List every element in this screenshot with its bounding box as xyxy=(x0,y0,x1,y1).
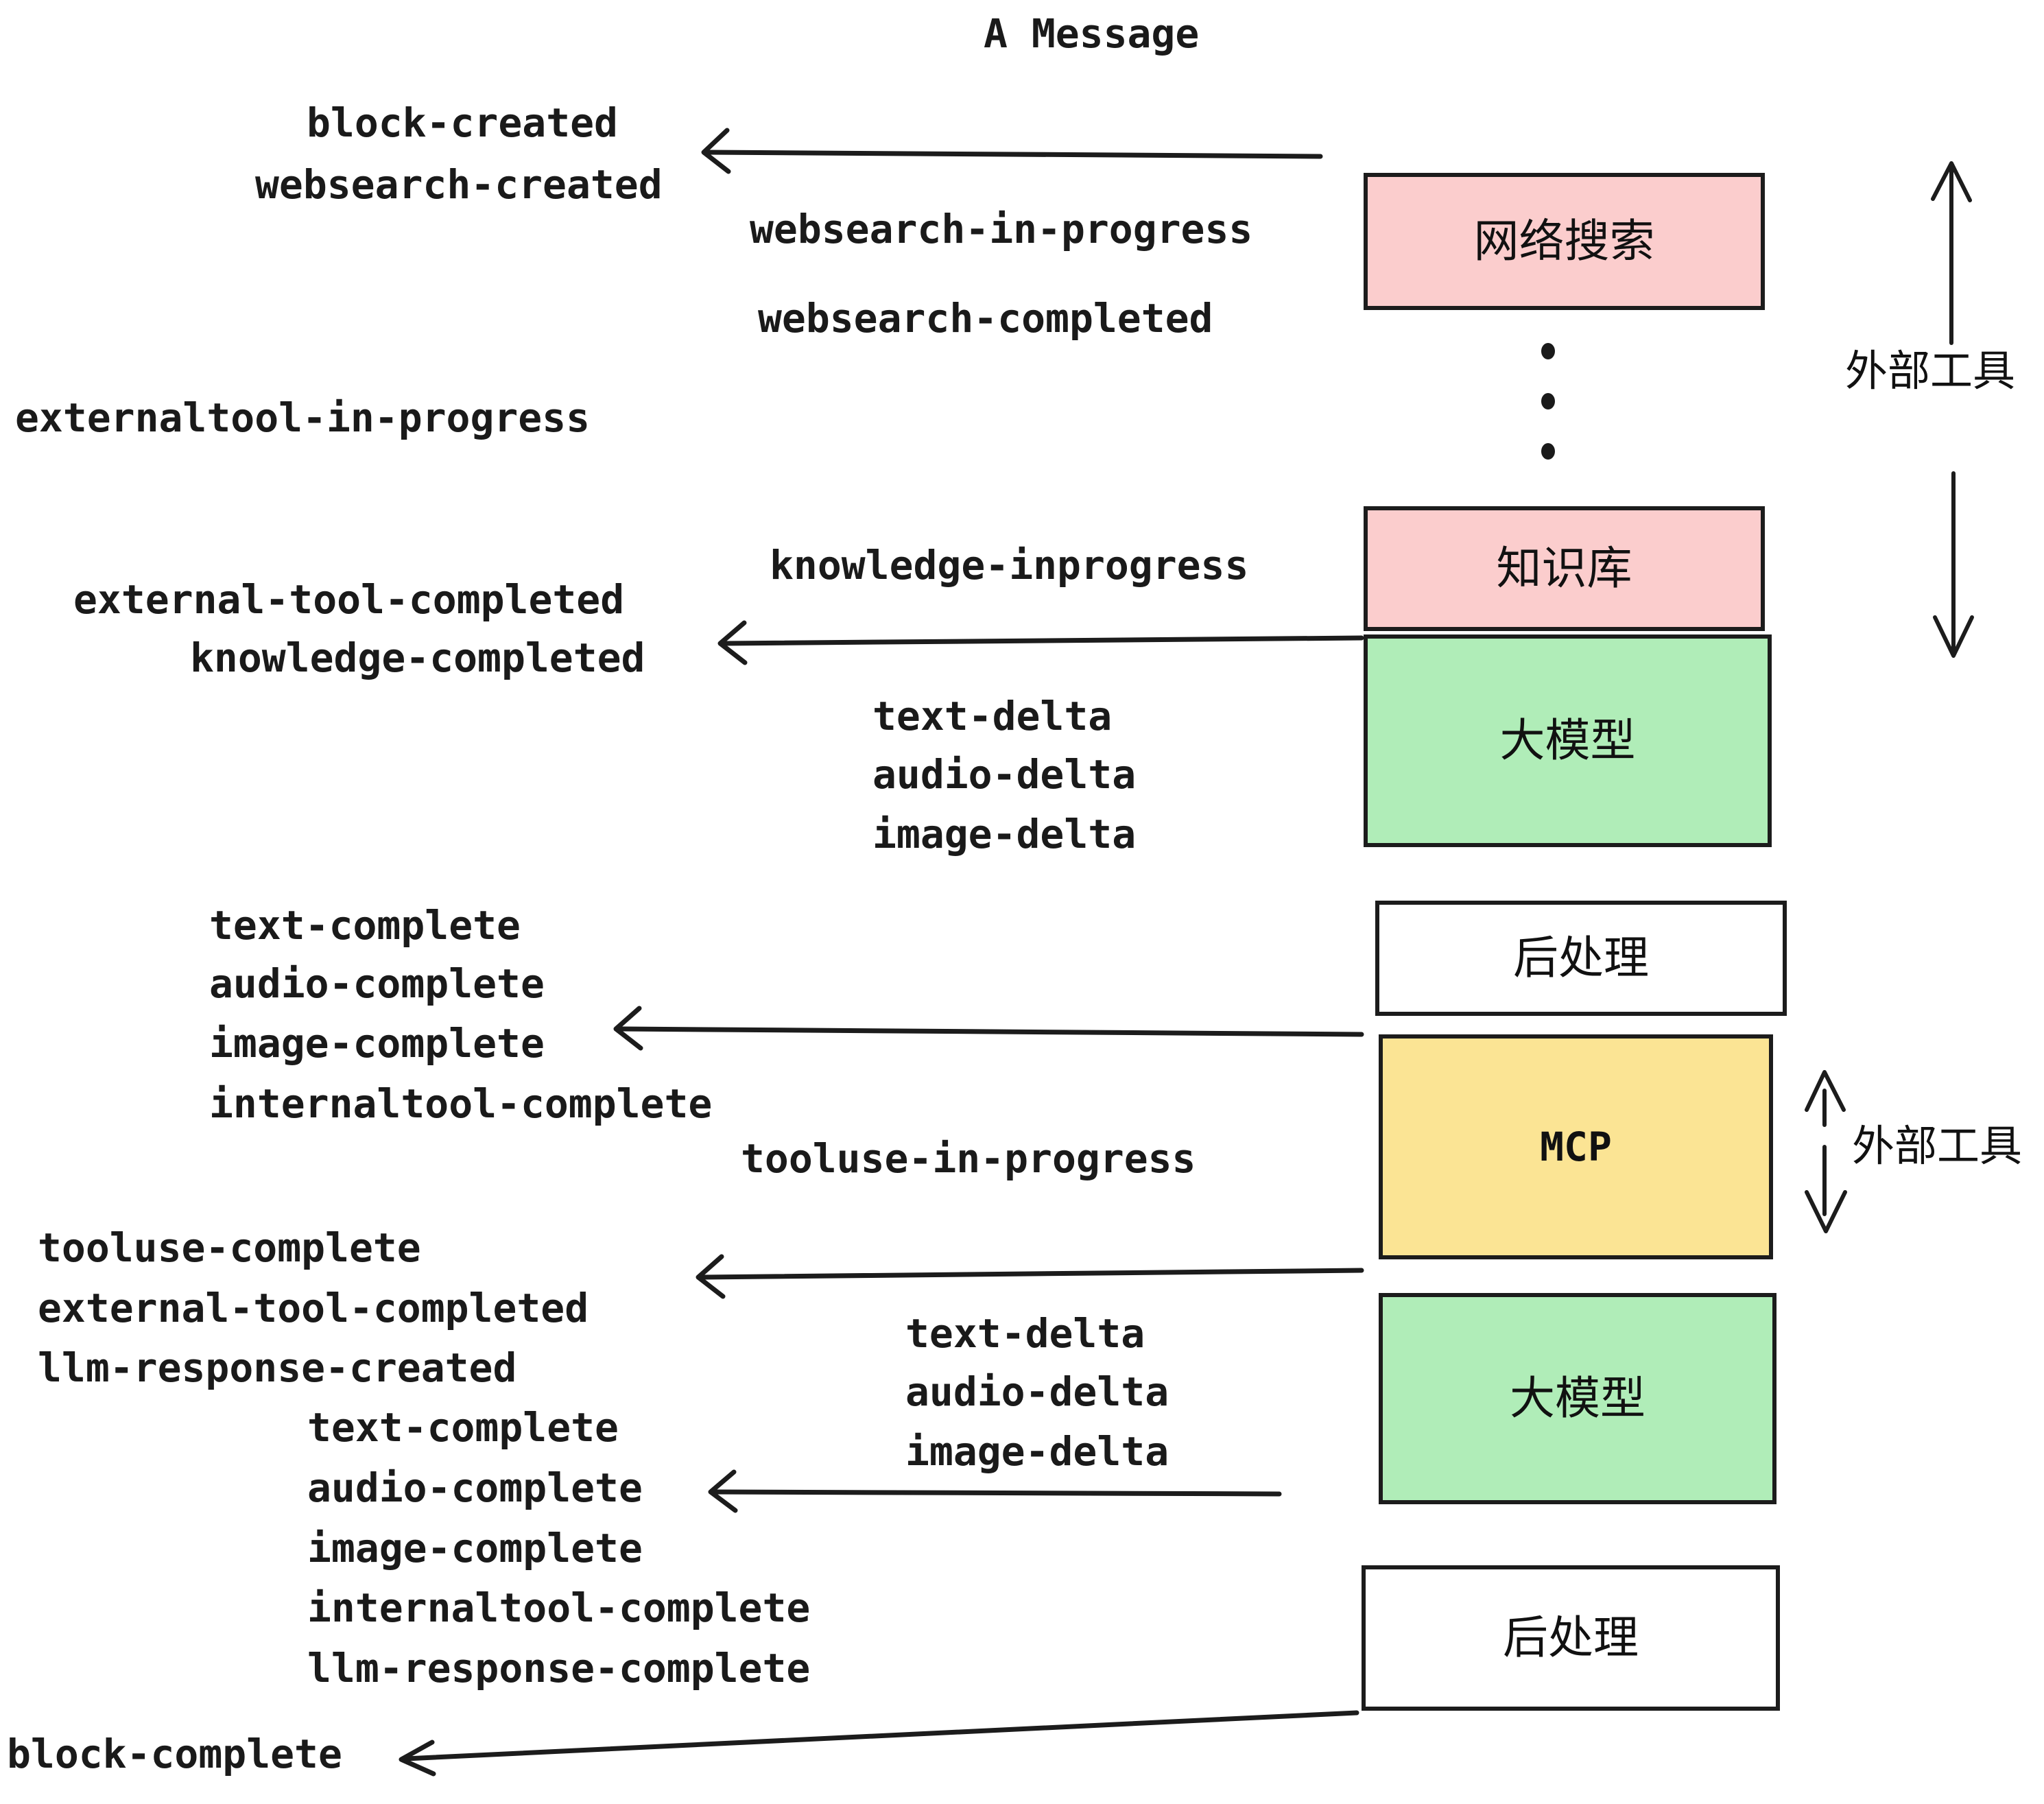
event-label-externaltool-in-progress: externaltool-in-progress xyxy=(15,394,591,441)
box-llm-bottom[interactable]: 大模型 xyxy=(1379,1293,1776,1504)
arrow-websearch-to-block-created xyxy=(701,128,1323,174)
event-label-audio-complete-2: audio-complete xyxy=(307,1464,643,1511)
box-label-llm-top: 大模型 xyxy=(1499,714,1636,767)
event-label-knowledge-completed: knowledge-completed xyxy=(190,634,645,681)
event-label-tooluse-in-progress: tooluse-in-progress xyxy=(741,1135,1196,1182)
event-label-text-delta-1: text-delta xyxy=(872,693,1113,739)
event-label-text-delta-2: text-delta xyxy=(905,1310,1145,1357)
event-label-block-created: block-created xyxy=(307,99,618,146)
event-label-tooluse-complete: tooluse-complete xyxy=(38,1224,421,1271)
box-label-postprocess-bottom: 后处理 xyxy=(1503,1611,1639,1664)
event-label-audio-delta-2: audio-delta xyxy=(905,1368,1169,1415)
arrow-llm-bottom-to-audio-complete xyxy=(708,1469,1282,1513)
event-label-image-complete-1: image-complete xyxy=(209,1020,545,1067)
box-postprocess-top[interactable]: 后处理 xyxy=(1375,901,1787,1016)
event-label-text-complete-1: text-complete xyxy=(209,902,521,949)
bracket-external-tools-top xyxy=(1931,161,1974,658)
event-label-internaltool-complete-2: internaltool-complete xyxy=(307,1585,811,1631)
event-label-llm-response-created: llm-response-created xyxy=(38,1344,517,1391)
event-label-external-tool-completed-2: external-tool-completed xyxy=(38,1285,589,1331)
box-mcp[interactable]: MCP xyxy=(1379,1034,1773,1259)
event-label-external-tool-completed-1: external-tool-completed xyxy=(73,576,625,623)
page-title: A Message xyxy=(984,10,1200,57)
event-label-image-delta-1: image-delta xyxy=(872,811,1137,857)
box-label-llm-bottom: 大模型 xyxy=(1510,1372,1645,1425)
arrow-mcp-to-tooluse-complete xyxy=(696,1254,1364,1299)
box-postprocess-bottom[interactable]: 后处理 xyxy=(1362,1565,1780,1711)
group-label-external-tools-bottom: 外部工具 xyxy=(1852,1121,2023,1171)
box-websearch[interactable]: 网络搜索 xyxy=(1364,173,1765,310)
event-label-audio-delta-1: audio-delta xyxy=(872,751,1137,798)
event-label-websearch-in-progress: websearch-in-progress xyxy=(750,206,1253,252)
vertical-ellipsis-icon xyxy=(1540,343,1556,460)
event-label-internaltool-complete-1: internaltool-complete xyxy=(209,1080,713,1127)
event-label-websearch-completed: websearch-completed xyxy=(758,295,1213,342)
event-label-text-complete-2: text-complete xyxy=(307,1404,619,1451)
box-label-mcp: MCP xyxy=(1540,1124,1612,1170)
event-label-image-complete-2: image-complete xyxy=(307,1525,643,1571)
event-label-knowledge-inprogress: knowledge-inprogress xyxy=(770,542,1249,589)
group-label-external-tools-top: 外部工具 xyxy=(1845,346,2016,396)
event-label-websearch-created: websearch-created xyxy=(255,161,663,208)
box-label-knowledge-base: 知识库 xyxy=(1496,542,1632,595)
bracket-external-tools-bottom xyxy=(1805,1070,1847,1233)
event-label-image-delta-2: image-delta xyxy=(905,1428,1169,1475)
event-label-llm-response-complete: llm-response-complete xyxy=(307,1645,811,1692)
box-llm-top[interactable]: 大模型 xyxy=(1364,634,1772,847)
event-label-audio-complete-1: audio-complete xyxy=(209,960,545,1007)
arrow-knowledge-to-knowledge-completed xyxy=(717,620,1364,665)
box-label-postprocess-top: 后处理 xyxy=(1513,931,1649,984)
arrow-postprocess-to-image-complete xyxy=(613,1006,1364,1051)
box-knowledge-base[interactable]: 知识库 xyxy=(1364,506,1765,631)
event-label-block-complete: block-complete xyxy=(7,1731,342,1777)
box-label-websearch: 网络搜索 xyxy=(1473,215,1655,268)
arrow-postprocess-bottom-to-block-complete xyxy=(399,1710,1359,1777)
